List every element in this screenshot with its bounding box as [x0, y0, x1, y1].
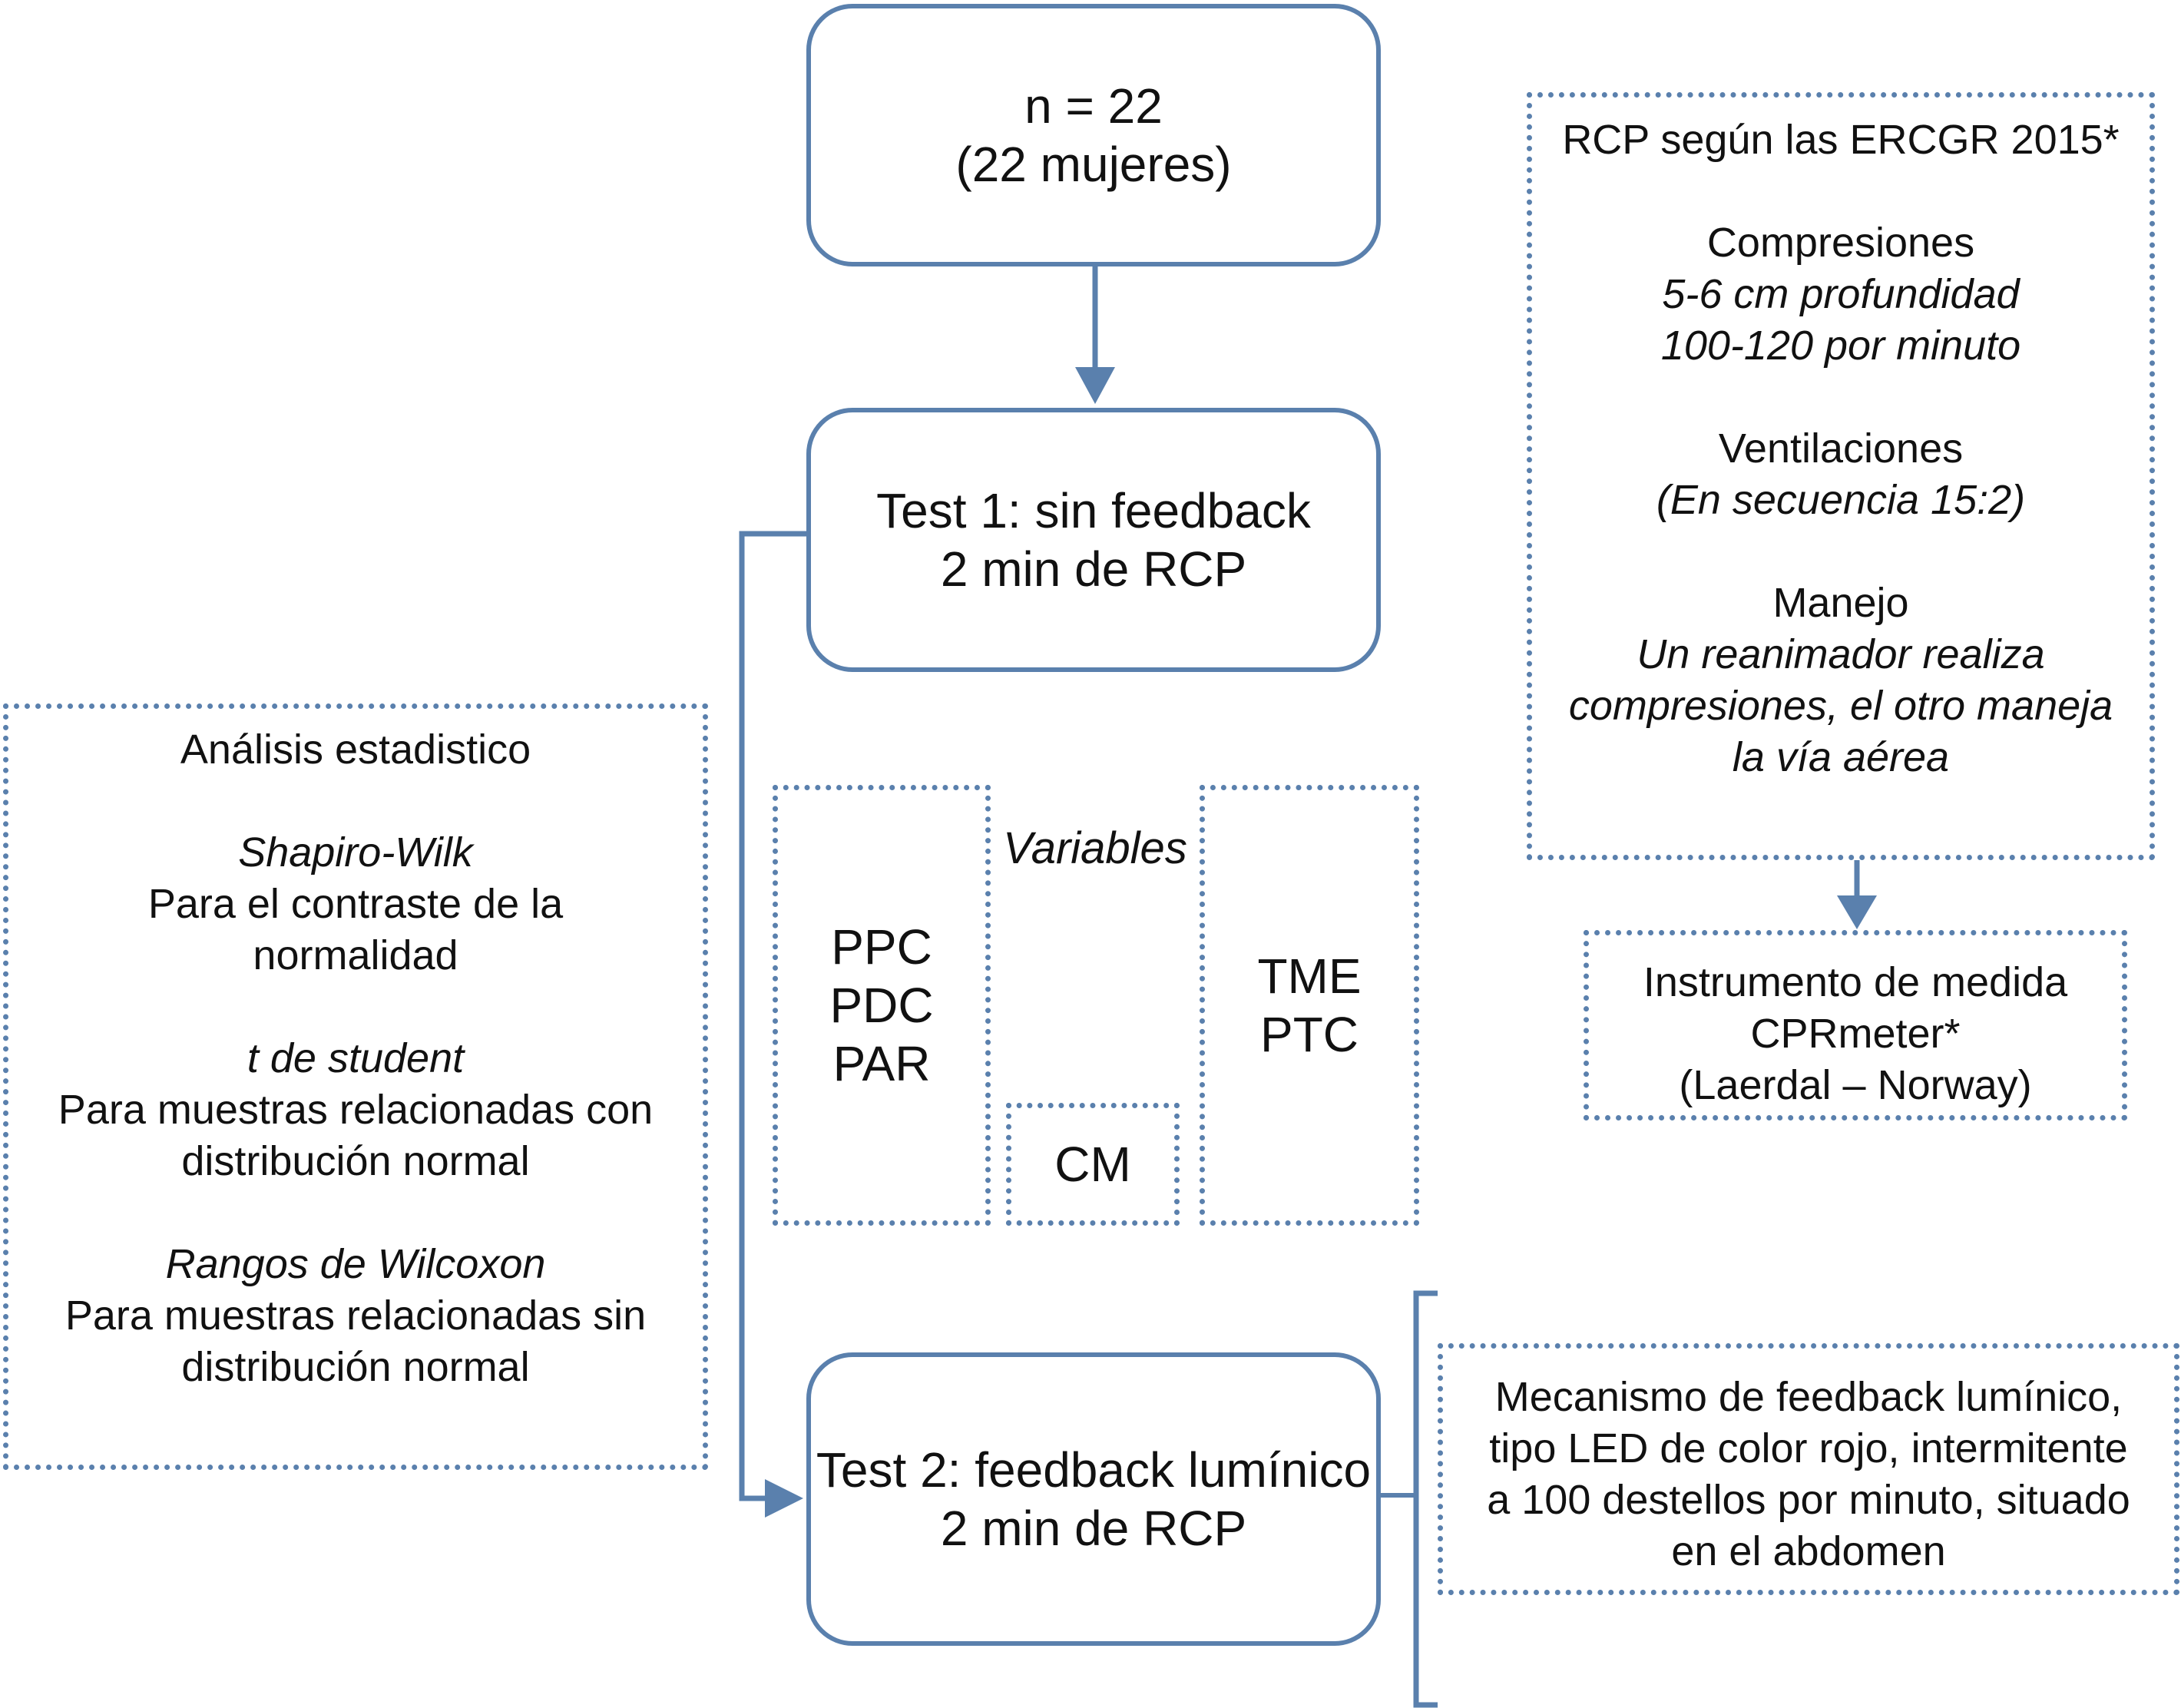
- feedback-line-3: a 100 destellos por minuto, situado: [1487, 1477, 2130, 1523]
- management-line-1: Un reanimador realiza: [1637, 631, 2045, 677]
- variable-ppc: PPC: [831, 919, 932, 975]
- sample-composition: (22 mujeres): [955, 137, 1232, 192]
- analysis-test-1-desc-2: normalidad: [253, 932, 458, 978]
- rcp-protocol-box: RCP según las ERCGR 2015* Compresiones 5…: [1527, 92, 2155, 860]
- analysis-test-2-desc-2: distribución normal: [181, 1138, 530, 1184]
- instrument-name: CPRmeter*: [1750, 1011, 1961, 1057]
- variable-ptc: PTC: [1260, 1007, 1359, 1062]
- feedback-line-2: tipo LED de color rojo, intermitente: [1489, 1425, 2128, 1471]
- management-line-3: la vía aérea: [1732, 734, 1950, 780]
- analysis-test-2-desc-1: Para muestras relacionadas con: [58, 1087, 654, 1133]
- analysis-test-1-name: Shapiro-Wilk: [238, 829, 473, 876]
- analysis-test-3-desc-2: distribución normal: [181, 1344, 530, 1390]
- management-line-2: compresiones, el otro maneja: [1568, 683, 2113, 729]
- analysis-test-3-desc-1: Para muestras relacionadas sin: [65, 1293, 647, 1339]
- variables-label: Variables: [1003, 823, 1187, 873]
- feedback-mechanism-box: Mecanismo de feedback lumínico, tipo LED…: [1438, 1343, 2179, 1595]
- sample-count: n = 22: [1024, 78, 1163, 134]
- analysis-title: Análisis estadistico: [180, 727, 531, 773]
- test2-duration: 2 min de RCP: [940, 1501, 1247, 1556]
- test2-box: Test 2: feedback lumínico 2 min de RCP: [806, 1352, 1381, 1646]
- feedback-bracket: [1413, 1290, 1438, 1708]
- analysis-test-3-name: Rangos de Wilcoxon: [165, 1241, 546, 1287]
- ventilations-sequence: (En secuencia 15:2): [1656, 477, 2026, 523]
- test1-title: Test 1: sin feedback: [876, 483, 1311, 538]
- compressions-heading: Compresiones: [1706, 220, 1975, 266]
- sample-box: n = 22 (22 mujeres): [806, 4, 1381, 266]
- variable-par: PAR: [832, 1036, 931, 1091]
- rcp-title: RCP según las ERCGR 2015*: [1562, 117, 2120, 163]
- test2-title: Test 2: feedback lumínico: [816, 1442, 1372, 1498]
- test1-box: Test 1: sin feedback 2 min de RCP: [806, 408, 1381, 672]
- analysis-test-2-name: t de student: [247, 1035, 465, 1081]
- feedback-line-1: Mecanismo de feedback lumínico,: [1494, 1374, 2123, 1420]
- compressions-rate: 100-120 por minuto: [1660, 323, 2021, 369]
- variables-left-box: PPC PDC PAR: [773, 785, 991, 1226]
- analysis-test-1-desc-1: Para el contraste de la: [147, 881, 564, 927]
- management-heading: Manejo: [1772, 580, 1909, 626]
- variable-pdc: PDC: [829, 978, 934, 1033]
- instrument-box: Instrumento de medida CPRmeter* (Laerdal…: [1584, 930, 2127, 1120]
- variable-cm: CM: [1054, 1137, 1131, 1192]
- ventilations-heading: Ventilaciones: [1718, 425, 1964, 472]
- arrowhead-instrument: [1837, 895, 1877, 929]
- arrow-test1-to-test2: [739, 531, 806, 1501]
- variables-right-box: TME PTC: [1200, 785, 1419, 1226]
- instrument-manufacturer: (Laerdal – Norway): [1679, 1062, 2032, 1108]
- arrowhead-test1: [1075, 367, 1115, 404]
- arrowhead-test2: [765, 1479, 803, 1518]
- compressions-depth: 5-6 cm profundidad: [1662, 271, 2020, 317]
- variables-center-box: CM: [1006, 1103, 1180, 1226]
- statistical-analysis-box: Análisis estadistico Shapiro-Wilk Para e…: [3, 703, 708, 1470]
- instrument-heading: Instrumento de medida: [1643, 959, 2068, 1005]
- feedback-line-4: en el abdomen: [1671, 1528, 1946, 1574]
- variable-tme: TME: [1257, 948, 1362, 1004]
- test1-duration: 2 min de RCP: [940, 541, 1247, 597]
